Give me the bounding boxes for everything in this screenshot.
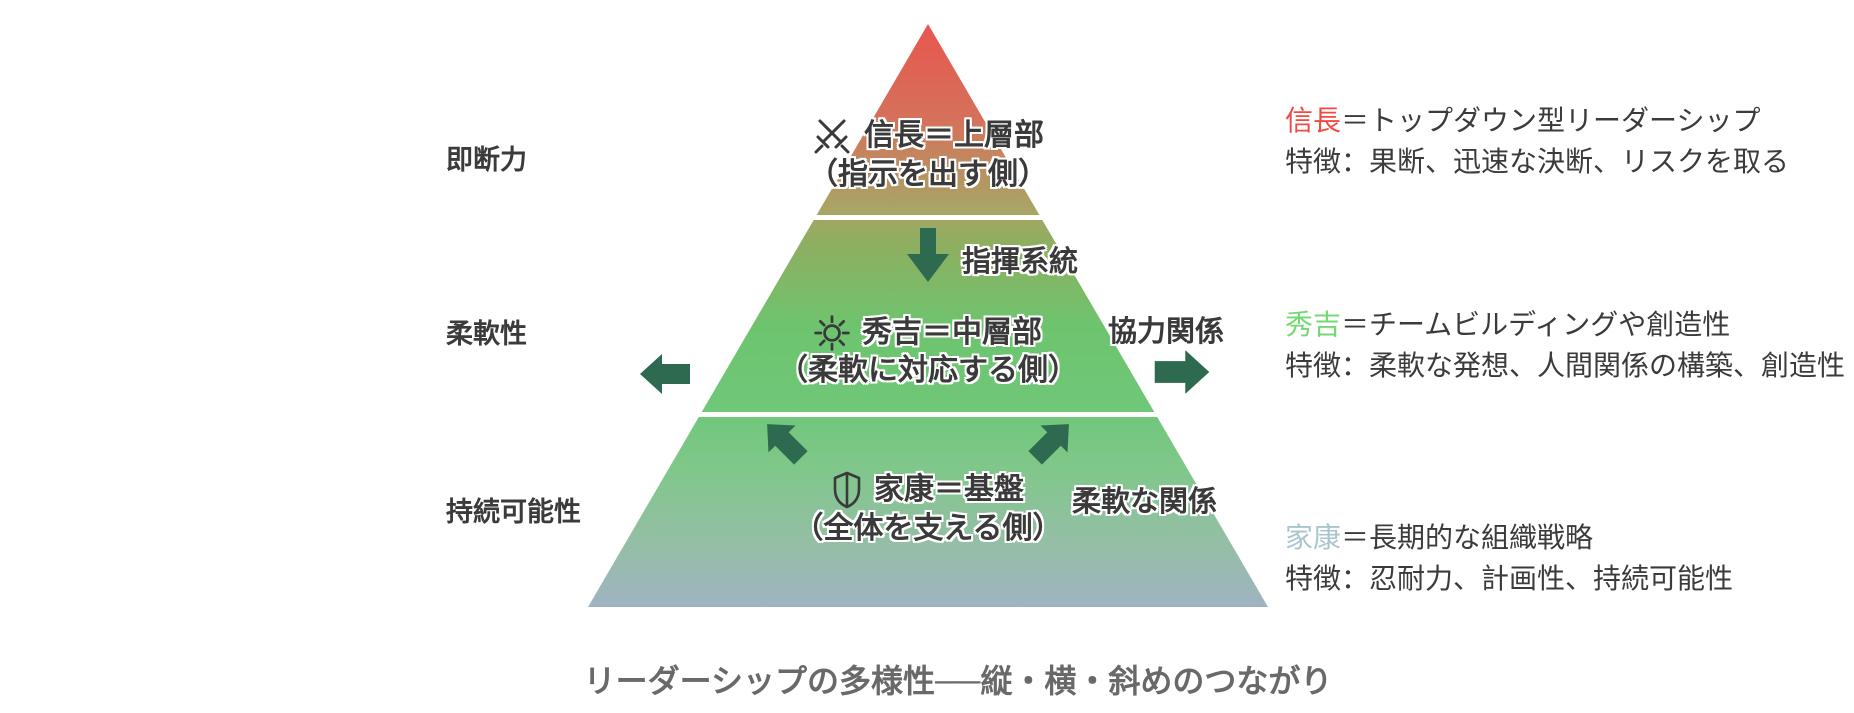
flexible-relation-label: 柔軟な関係 [1072, 486, 1218, 518]
note-ieyasu: 家康＝長期的な組織戦略 特徴：忍耐力、計画性、持続可能性 [1285, 517, 1733, 599]
pyramid-level-top: 信長＝上層部 （指示を出す側） [588, 116, 1268, 194]
diagram-caption: リーダーシップの多様性──縦・横・斜めのつながり [583, 663, 1333, 699]
right-arrow-icon [1154, 348, 1210, 396]
up-right-arrow-icon [1020, 409, 1084, 473]
note-hideyoshi-features: 特徴：柔軟な発想、人間関係の構築、創造性 [1285, 350, 1846, 381]
left-arrow-icon [640, 352, 690, 396]
pyramid-divider-bottom [588, 412, 1268, 417]
level-bottom-title: 家康＝基盤 [874, 473, 1024, 506]
note-nobunaga-name: 信長 [1285, 105, 1342, 136]
sun-icon [814, 315, 850, 351]
pyramid-level-bottom: 家康＝基盤 （全体を支える側） [588, 470, 1268, 548]
level-bottom-subtitle: （全体を支える側） [793, 512, 1063, 545]
command-chain-label: 指揮系統 [962, 246, 1079, 278]
note-ieyasu-name: 家康 [1285, 522, 1342, 553]
note-nobunaga-title: 信長＝トップダウン型リーダーシップ [1285, 105, 1761, 136]
level-middle-subtitle: （柔軟に対応する側） [778, 354, 1078, 387]
note-nobunaga-features: 特徴：果断、迅速な決断、リスクを取る [1285, 146, 1790, 177]
axis-label-decisiveness: 即断力 [446, 145, 527, 175]
level-middle-title: 秀吉＝中層部 [862, 316, 1042, 349]
level-top-title: 信長＝上層部 [864, 119, 1044, 152]
crossed-swords-icon [812, 116, 852, 156]
up-left-arrow-icon [752, 409, 816, 473]
level-top-subtitle: （指示を出す側） [808, 158, 1048, 191]
pyramid-level-middle: 秀吉＝中層部 （柔軟に対応する側） [588, 314, 1268, 390]
note-hideyoshi-name: 秀吉 [1285, 309, 1342, 340]
note-ieyasu-title: 家康＝長期的な組織戦略 [1285, 522, 1594, 553]
axis-label-flexibility: 柔軟性 [446, 319, 527, 349]
note-ieyasu-features: 特徴：忍耐力、計画性、持続可能性 [1285, 563, 1734, 594]
cooperation-label: 協力関係 [1108, 316, 1225, 348]
note-hideyoshi-title: 秀吉＝チームビルディングや創造性 [1285, 309, 1731, 340]
axis-label-sustainability: 持続可能性 [446, 497, 581, 527]
note-nobunaga: 信長＝トップダウン型リーダーシップ 特徴：果断、迅速な決断、リスクを取る [1285, 100, 1789, 182]
shield-icon [832, 470, 862, 510]
note-hideyoshi: 秀吉＝チームビルディングや創造性 特徴：柔軟な発想、人間関係の構築、創造性 [1285, 304, 1845, 386]
pyramid-divider-top [588, 215, 1268, 220]
down-arrow-icon [903, 228, 953, 282]
